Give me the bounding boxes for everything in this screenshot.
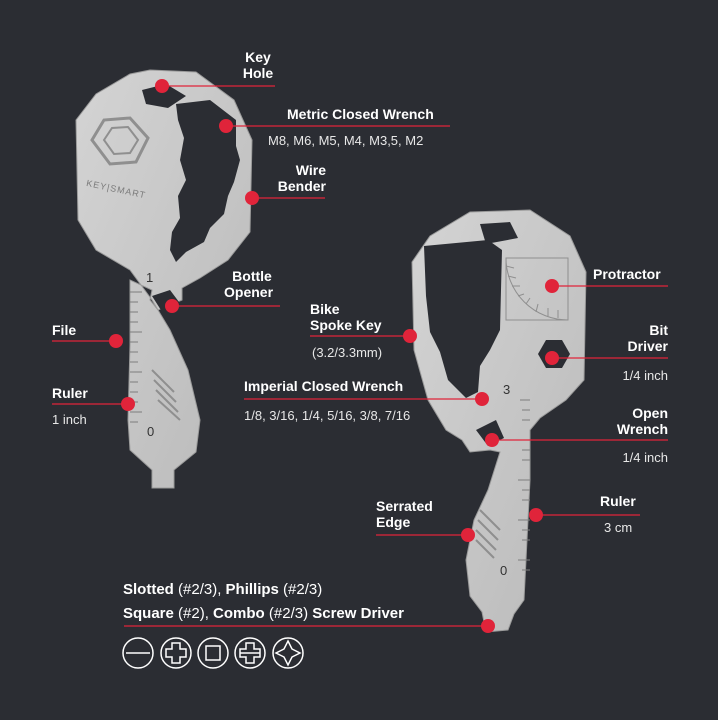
- label-file: File: [52, 322, 77, 338]
- label-bike-spoke: Bike Spoke Key: [310, 301, 382, 333]
- metric-wrench-sizes: M8, M6, M5, M4, M3,5, M2: [268, 133, 424, 148]
- wire-bender-line2: Bender: [277, 178, 326, 194]
- dot-open-wrench: [485, 433, 499, 447]
- dot-serrated-edge: [461, 528, 475, 542]
- bike-spoke-size: (3.2/3.3mm): [312, 345, 383, 360]
- phillips-size: (#2/3): [278, 581, 323, 598]
- dot-file: [109, 334, 123, 348]
- ruler-right-size: 3 cm: [604, 520, 633, 535]
- screw-driver-label: Screw Driver: [312, 605, 404, 622]
- dot-key-hole: [155, 79, 169, 93]
- slotted-icon: [122, 637, 154, 669]
- right-ruler-mark-3: 3: [503, 382, 511, 397]
- open-wrench-line2: Wrench: [616, 421, 668, 437]
- phillips-label: Phillips: [225, 581, 279, 598]
- label-serrated-edge: Serrated Edge: [376, 498, 433, 530]
- right-ruler-mark-0: 0: [500, 563, 508, 578]
- combo-label: Combo: [213, 605, 265, 622]
- slotted-size: (#2/3),: [173, 581, 226, 598]
- right-ruler-ticks: [518, 399, 530, 571]
- square-size: (#2),: [173, 605, 214, 622]
- dot-metric-wrench: [219, 119, 233, 133]
- key-hole-cutout: [142, 84, 186, 108]
- hex-wrench-outline: [90, 116, 150, 166]
- label-wire-bender: Wire Bender: [256, 162, 326, 194]
- dot-ruler-right: [529, 508, 543, 522]
- bottle-opener-line2: Opener: [224, 284, 274, 300]
- dot-imperial-wrench: [475, 392, 489, 406]
- serrated-edge-line1: Serrated: [376, 498, 433, 514]
- label-metric-wrench: Metric Closed Wrench: [287, 106, 434, 122]
- wire-bender-line1: Wire: [295, 162, 326, 178]
- dot-wire-bender: [245, 191, 259, 205]
- dot-bottle-opener: [165, 299, 179, 313]
- right-key-tool: [411, 209, 587, 633]
- bike-spoke-line1: Bike: [310, 301, 340, 317]
- dot-bike-spoke: [403, 329, 417, 343]
- metric-wrench-cutout: [170, 100, 240, 262]
- ruler-left-size: 1 inch: [52, 412, 87, 427]
- dot-ruler-left: [121, 397, 135, 411]
- bit-driver-line2: Driver: [627, 338, 668, 354]
- key-hole-line1: Key: [245, 49, 271, 65]
- label-imperial-wrench: Imperial Closed Wrench: [244, 378, 404, 394]
- left-key-tool: [75, 69, 253, 489]
- phillips-icon: [160, 637, 192, 669]
- protractor-scale: [505, 257, 569, 321]
- serrated-edge-line2: Edge: [376, 514, 411, 530]
- label-open-wrench: Open Wrench: [598, 405, 668, 437]
- label-key-hole: Key Hole: [226, 49, 290, 81]
- dot-screwdriver: [481, 619, 495, 633]
- screwdriver-line2: Square (#2), Combo (#2/3) Screw Driver: [123, 602, 404, 626]
- open-wrench-line1: Open: [632, 405, 668, 421]
- left-ruler-mark-1: 1: [146, 270, 154, 285]
- imperial-wrench-cutout: [424, 240, 502, 398]
- combo-size: (#2/3): [264, 605, 313, 622]
- bit-driver-line1: Bit: [649, 322, 668, 338]
- label-protractor: Protractor: [593, 266, 661, 282]
- left-ruler-mark-0: 0: [147, 424, 155, 439]
- dot-protractor: [545, 279, 559, 293]
- screwdriver-icons: [122, 637, 304, 669]
- square-label: Square: [123, 605, 174, 622]
- leader-lines: [52, 85, 668, 627]
- bottle-opener-line1: Bottle: [232, 268, 272, 284]
- imperial-wrench-sizes: 1/8, 3/16, 1/4, 5/16, 3/8, 7/16: [244, 408, 411, 423]
- screwdriver-label: Slotted (#2/3), Phillips (#2/3) Square (…: [123, 578, 404, 626]
- callout-dots: [109, 79, 559, 633]
- bit-driver-size: 1/4 inch: [622, 368, 668, 383]
- screwdriver-line1: Slotted (#2/3), Phillips (#2/3): [123, 578, 404, 602]
- open-wrench-size: 1/4 inch: [622, 450, 668, 465]
- key-hole-line2: Hole: [242, 65, 274, 81]
- right-serration: [475, 509, 501, 559]
- label-ruler-left: Ruler: [52, 385, 88, 401]
- label-bit-driver: Bit Driver: [598, 322, 668, 354]
- combo-icon: [234, 637, 266, 669]
- dot-bit-driver: [545, 351, 559, 365]
- square-icon: [197, 637, 229, 669]
- label-bottle-opener: Bottle Opener: [224, 268, 280, 300]
- slotted-label: Slotted: [123, 581, 174, 598]
- left-serration: [151, 369, 181, 421]
- label-ruler-right: Ruler: [600, 493, 636, 509]
- bike-spoke-line2: Spoke Key: [310, 317, 382, 333]
- torx-icon: [272, 637, 304, 669]
- left-ruler-ticks: [130, 291, 142, 423]
